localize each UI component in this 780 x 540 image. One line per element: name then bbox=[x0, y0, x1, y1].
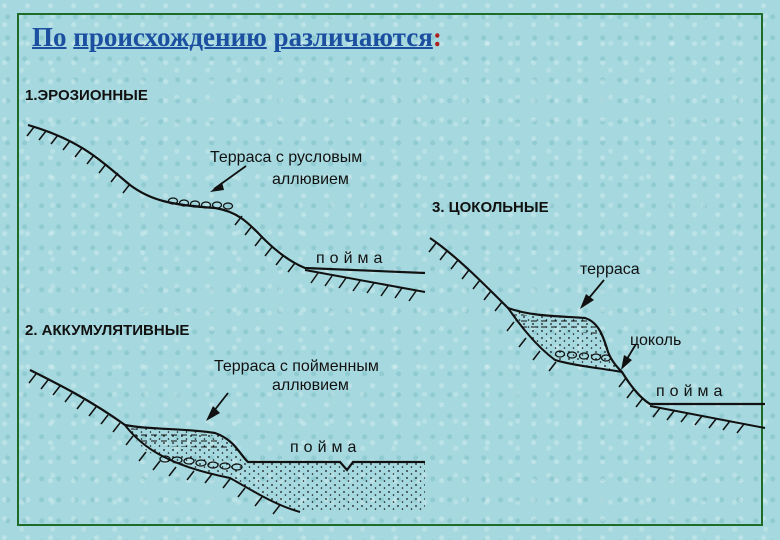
title-word-3: различаются bbox=[273, 22, 433, 52]
slide-frame bbox=[17, 13, 763, 526]
section-2-heading: 2. АККУМУЛЯТИВНЫЕ bbox=[25, 322, 189, 339]
accumulative-terrace-diagram: Терраса с пойменным аллювием пойма bbox=[28, 358, 425, 515]
section-3-plinth-label: цоколь bbox=[630, 332, 681, 349]
accumulative-surface-line bbox=[29, 369, 425, 472]
arrow-head-icon bbox=[206, 406, 220, 421]
section-1-terrace-label-line2: аллювием bbox=[272, 171, 349, 188]
erosional-pebbles bbox=[167, 197, 234, 210]
title-word-2: происхождению bbox=[73, 22, 267, 52]
erosional-hatching bbox=[26, 126, 417, 302]
section-1-terrace-label-line1: Терраса с русловым bbox=[210, 149, 362, 166]
arrow-head-icon bbox=[580, 294, 594, 309]
accumulative-silt-fill bbox=[128, 428, 228, 448]
accumulative-pebbles bbox=[159, 455, 243, 471]
section-3-heading: 3. ЦОКОЛЬНЫЕ bbox=[432, 199, 549, 216]
accumulative-bedrock-line bbox=[124, 424, 301, 513]
plinth-silt-fill bbox=[510, 312, 600, 334]
arrow-head-icon bbox=[621, 355, 632, 370]
section-2-terrace-label-line2: аллювием bbox=[272, 377, 349, 394]
plinth-pebbles bbox=[554, 350, 612, 362]
section-2-terrace-label-line1: Терраса с пойменным bbox=[214, 358, 379, 375]
erosional-terrace-diagram: Терраса с русловым аллювием пойма bbox=[26, 123, 426, 302]
title-word-1: По bbox=[32, 22, 67, 52]
section-3-terrace-label: терраса bbox=[580, 261, 640, 278]
section-1-floodplain-label: пойма bbox=[316, 250, 387, 267]
plinth-terrace-diagram: терраса цоколь пойма bbox=[428, 237, 766, 434]
plinth-surface-line bbox=[429, 237, 765, 406]
title-colon: : bbox=[432, 22, 442, 52]
section-2-floodplain-label: пойма bbox=[290, 439, 361, 456]
accumulative-hatching bbox=[28, 373, 281, 515]
section-3-floodplain-label: пойма bbox=[656, 383, 727, 400]
plinth-base-line bbox=[507, 307, 623, 373]
arrow-head-icon bbox=[210, 182, 224, 192]
plinth-bedrock-line bbox=[649, 405, 766, 429]
plinth-hatching bbox=[428, 242, 745, 434]
slide-title: По происхождению различаются: bbox=[32, 22, 442, 53]
erosional-base-line bbox=[304, 269, 426, 293]
section-1-heading: 1.ЭРОЗИОННЫЕ bbox=[25, 87, 148, 104]
